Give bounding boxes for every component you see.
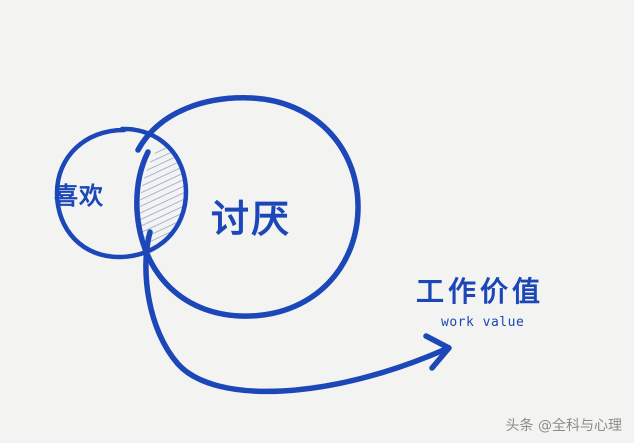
like-label: 喜欢 — [54, 182, 104, 210]
work-value-arrow — [143, 229, 449, 395]
hate-label: 讨厌 — [211, 197, 292, 241]
arrow-head — [423, 333, 452, 371]
like-circle — [54, 126, 189, 260]
work-value-sublabel: work value — [441, 315, 525, 330]
watermark: 头条 @全科与心理 — [505, 418, 622, 434]
work-value-label: 工作价值 — [416, 275, 545, 308]
hate-circle — [134, 95, 361, 319]
overlap-hatch — [140, 129, 186, 257]
